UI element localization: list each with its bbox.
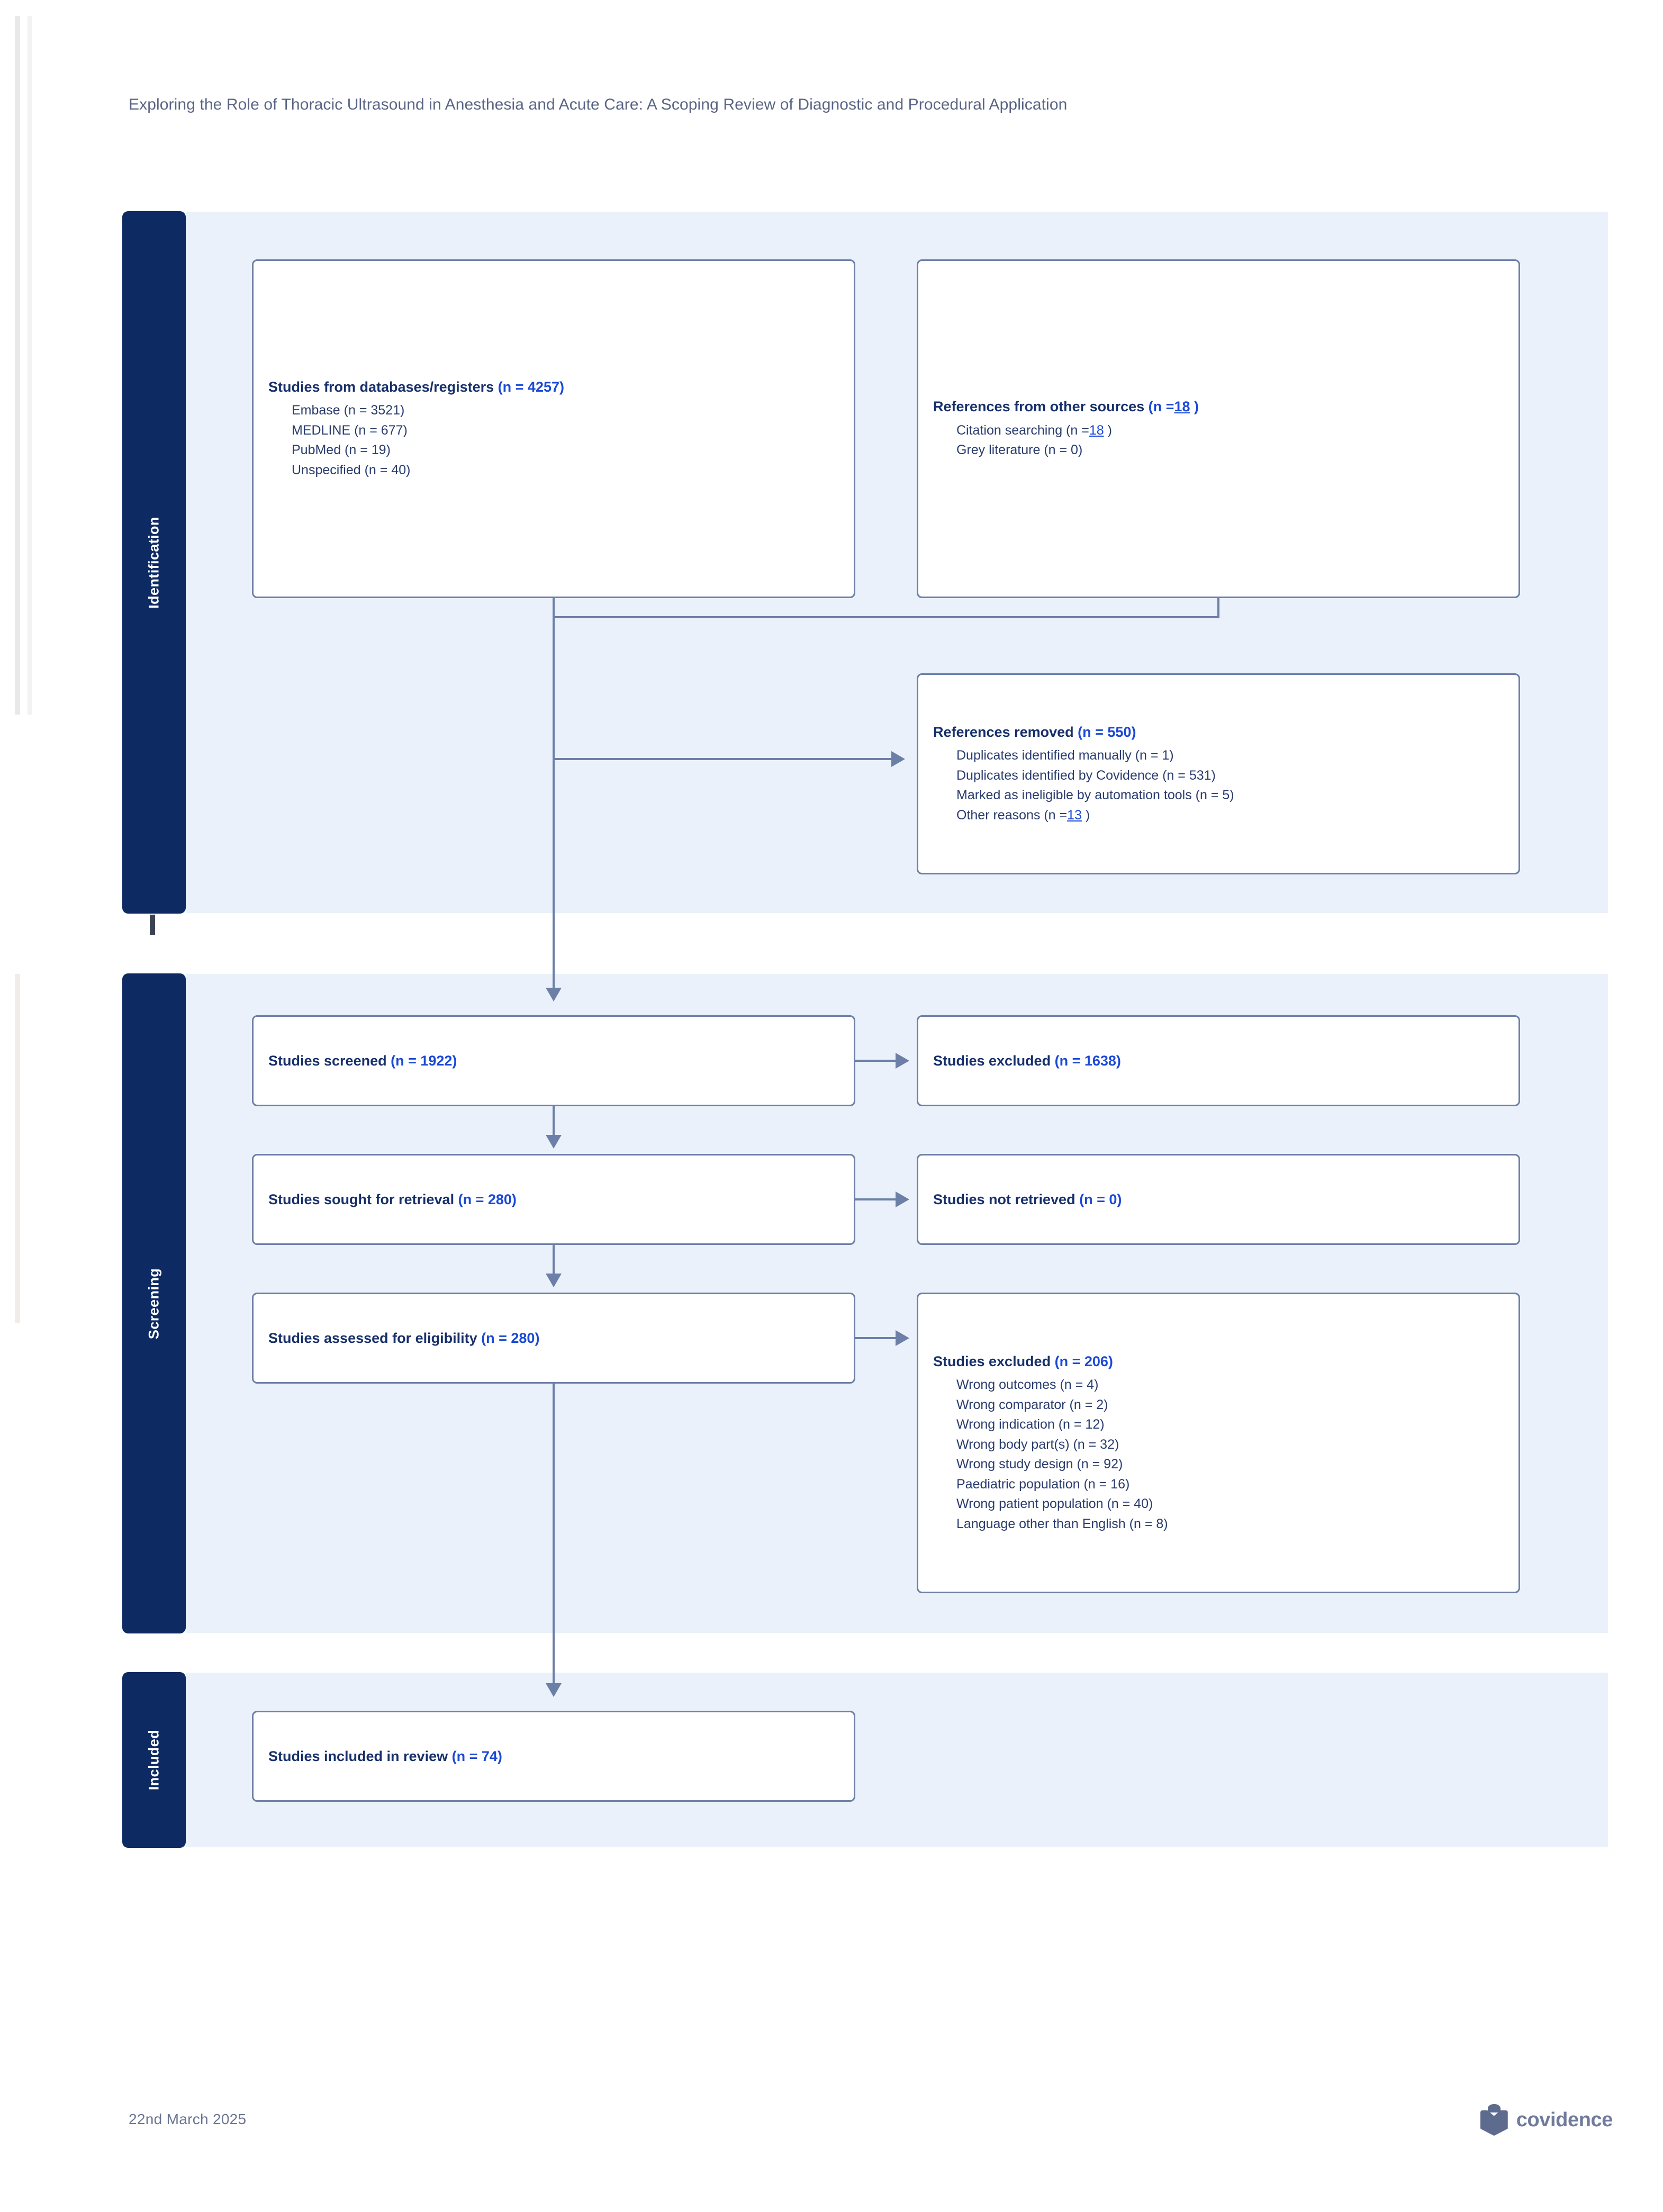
connector-main-down [553,616,555,990]
stage-identification-label: Identification [146,516,162,609]
list-item: PubMed (n = 19) [292,443,391,458]
scan-edge-artifact-bottom [15,974,20,1323]
list-item: Wrong study design (n = 92) [956,1457,1123,1472]
box-references-other-sources: References from other sources (n =18 ) C… [917,259,1520,598]
box-assessed-header: Studies assessed for eligibility (n = 28… [268,1330,540,1346]
box-screened-header: Studies screened (n = 1922) [268,1052,457,1069]
list-item: Unspecified (n = 40) [292,462,411,477]
covidence-book-shape-icon [1480,2110,1508,2136]
box-not-retrieved-header: Studies not retrieved (n = 0) [933,1191,1122,1207]
arrow-right-to-excluded-eligibility [896,1330,909,1346]
page-title: Exploring the Role of Thoracic Ultrasoun… [129,96,1068,113]
box-other-sources-header: References from other sources (n =18 ) [933,399,1199,415]
covidence-wordmark: covidence [1516,2108,1613,2131]
box-included-header: Studies included in review (n = 74) [268,1748,502,1764]
stage-identification-tab: Identification [123,212,185,913]
list-item: Other reasons (n =13 ) [956,807,1090,823]
box-other-sources-items: Citation searching (n =18 ) Grey literat… [933,421,1504,461]
covidence-logo: covidence [1480,2104,1613,2136]
box-excluded-eligibility-header: Studies excluded (n = 206) [933,1353,1113,1369]
list-item: Embase (n = 3521) [292,403,405,418]
box-studies-screened: Studies screened (n = 1922) [252,1015,855,1106]
stage-screening-label: Screening [146,1268,162,1339]
stage-connector-nub [150,915,155,935]
arrow-right-to-removed [891,751,905,767]
connector-sought-to-notretrieved [855,1198,896,1200]
connector-screened-to-excluded [855,1060,896,1062]
box-studies-not-retrieved: Studies not retrieved (n = 0) [917,1154,1520,1245]
box-excluded-eligibility-items: Wrong outcomes (n = 4) Wrong comparator … [933,1375,1504,1534]
connector-sought-to-assessed [553,1245,555,1276]
box-studies-excluded-screening: Studies excluded (n = 1638) [917,1015,1520,1106]
scan-edge-artifact-top-2 [28,16,32,715]
list-item: Duplicates identified manually (n = 1) [956,748,1174,763]
list-item: Wrong patient population (n = 40) [956,1496,1153,1512]
box-removed-items: Duplicates identified manually (n = 1) D… [933,746,1504,825]
arrow-down-to-included [546,1683,562,1697]
list-item: MEDLINE (n = 677) [292,422,408,438]
list-item: Grey literature (n = 0) [956,443,1083,458]
list-item: Citation searching (n =18 ) [956,422,1112,438]
box-studies-assessed-for-eligibility: Studies assessed for eligibility (n = 28… [252,1293,855,1384]
box-studies-excluded-eligibility: Studies excluded (n = 206) Wrong outcome… [917,1293,1520,1593]
covidence-shield-icon [1480,2104,1508,2136]
connector-assessed-to-included [553,1384,555,1685]
box-databases-header: Studies from databases/registers (n = 42… [268,378,564,395]
box-studies-sought-for-retrieval: Studies sought for retrieval (n = 280) [252,1154,855,1245]
list-item: Wrong outcomes (n = 4) [956,1377,1099,1393]
covidence-dot-icon [1487,2104,1501,2112]
stage-screening-tab: Screening [123,974,185,1633]
list-item: Wrong indication (n = 12) [956,1417,1105,1432]
box-references-removed: References removed (n = 550) Duplicates … [917,673,1520,874]
box-studies-from-databases: Studies from databases/registers (n = 42… [252,259,855,598]
connector-screened-to-sought [553,1106,555,1137]
connector-merge-horizontal [553,616,1219,618]
box-removed-header: References removed (n = 550) [933,724,1136,740]
box-sought-header: Studies sought for retrieval (n = 280) [268,1191,517,1207]
arrow-down-to-screened [546,988,562,1001]
box-excluded-screening-header: Studies excluded (n = 1638) [933,1052,1121,1069]
arrow-right-to-excluded-screening [896,1053,909,1069]
list-item: Wrong comparator (n = 2) [956,1397,1108,1412]
list-item: Duplicates identified by Covidence (n = … [956,768,1216,783]
footer-date: 22nd March 2025 [129,2111,247,2127]
scan-edge-artifact-top [15,16,20,715]
list-item: Marked as ineligible by automation tools… [956,788,1234,803]
arrow-right-to-not-retrieved [896,1191,909,1207]
box-studies-included-in-review: Studies included in review (n = 74) [252,1711,855,1802]
connector-to-removed [553,758,891,760]
list-item: Wrong body part(s) (n = 32) [956,1437,1119,1452]
arrow-down-to-sought [546,1135,562,1149]
connector-other-down [1217,598,1219,618]
arrow-down-to-assessed [546,1274,562,1287]
stage-included-tab: Included [123,1673,185,1847]
list-item: Language other than English (n = 8) [956,1516,1168,1531]
connector-assessed-to-excluded [855,1337,896,1339]
box-databases-items: Embase (n = 3521) MEDLINE (n = 677) PubM… [268,401,839,480]
list-item: Paediatric population (n = 16) [956,1476,1130,1492]
stage-included-label: Included [146,1729,162,1791]
